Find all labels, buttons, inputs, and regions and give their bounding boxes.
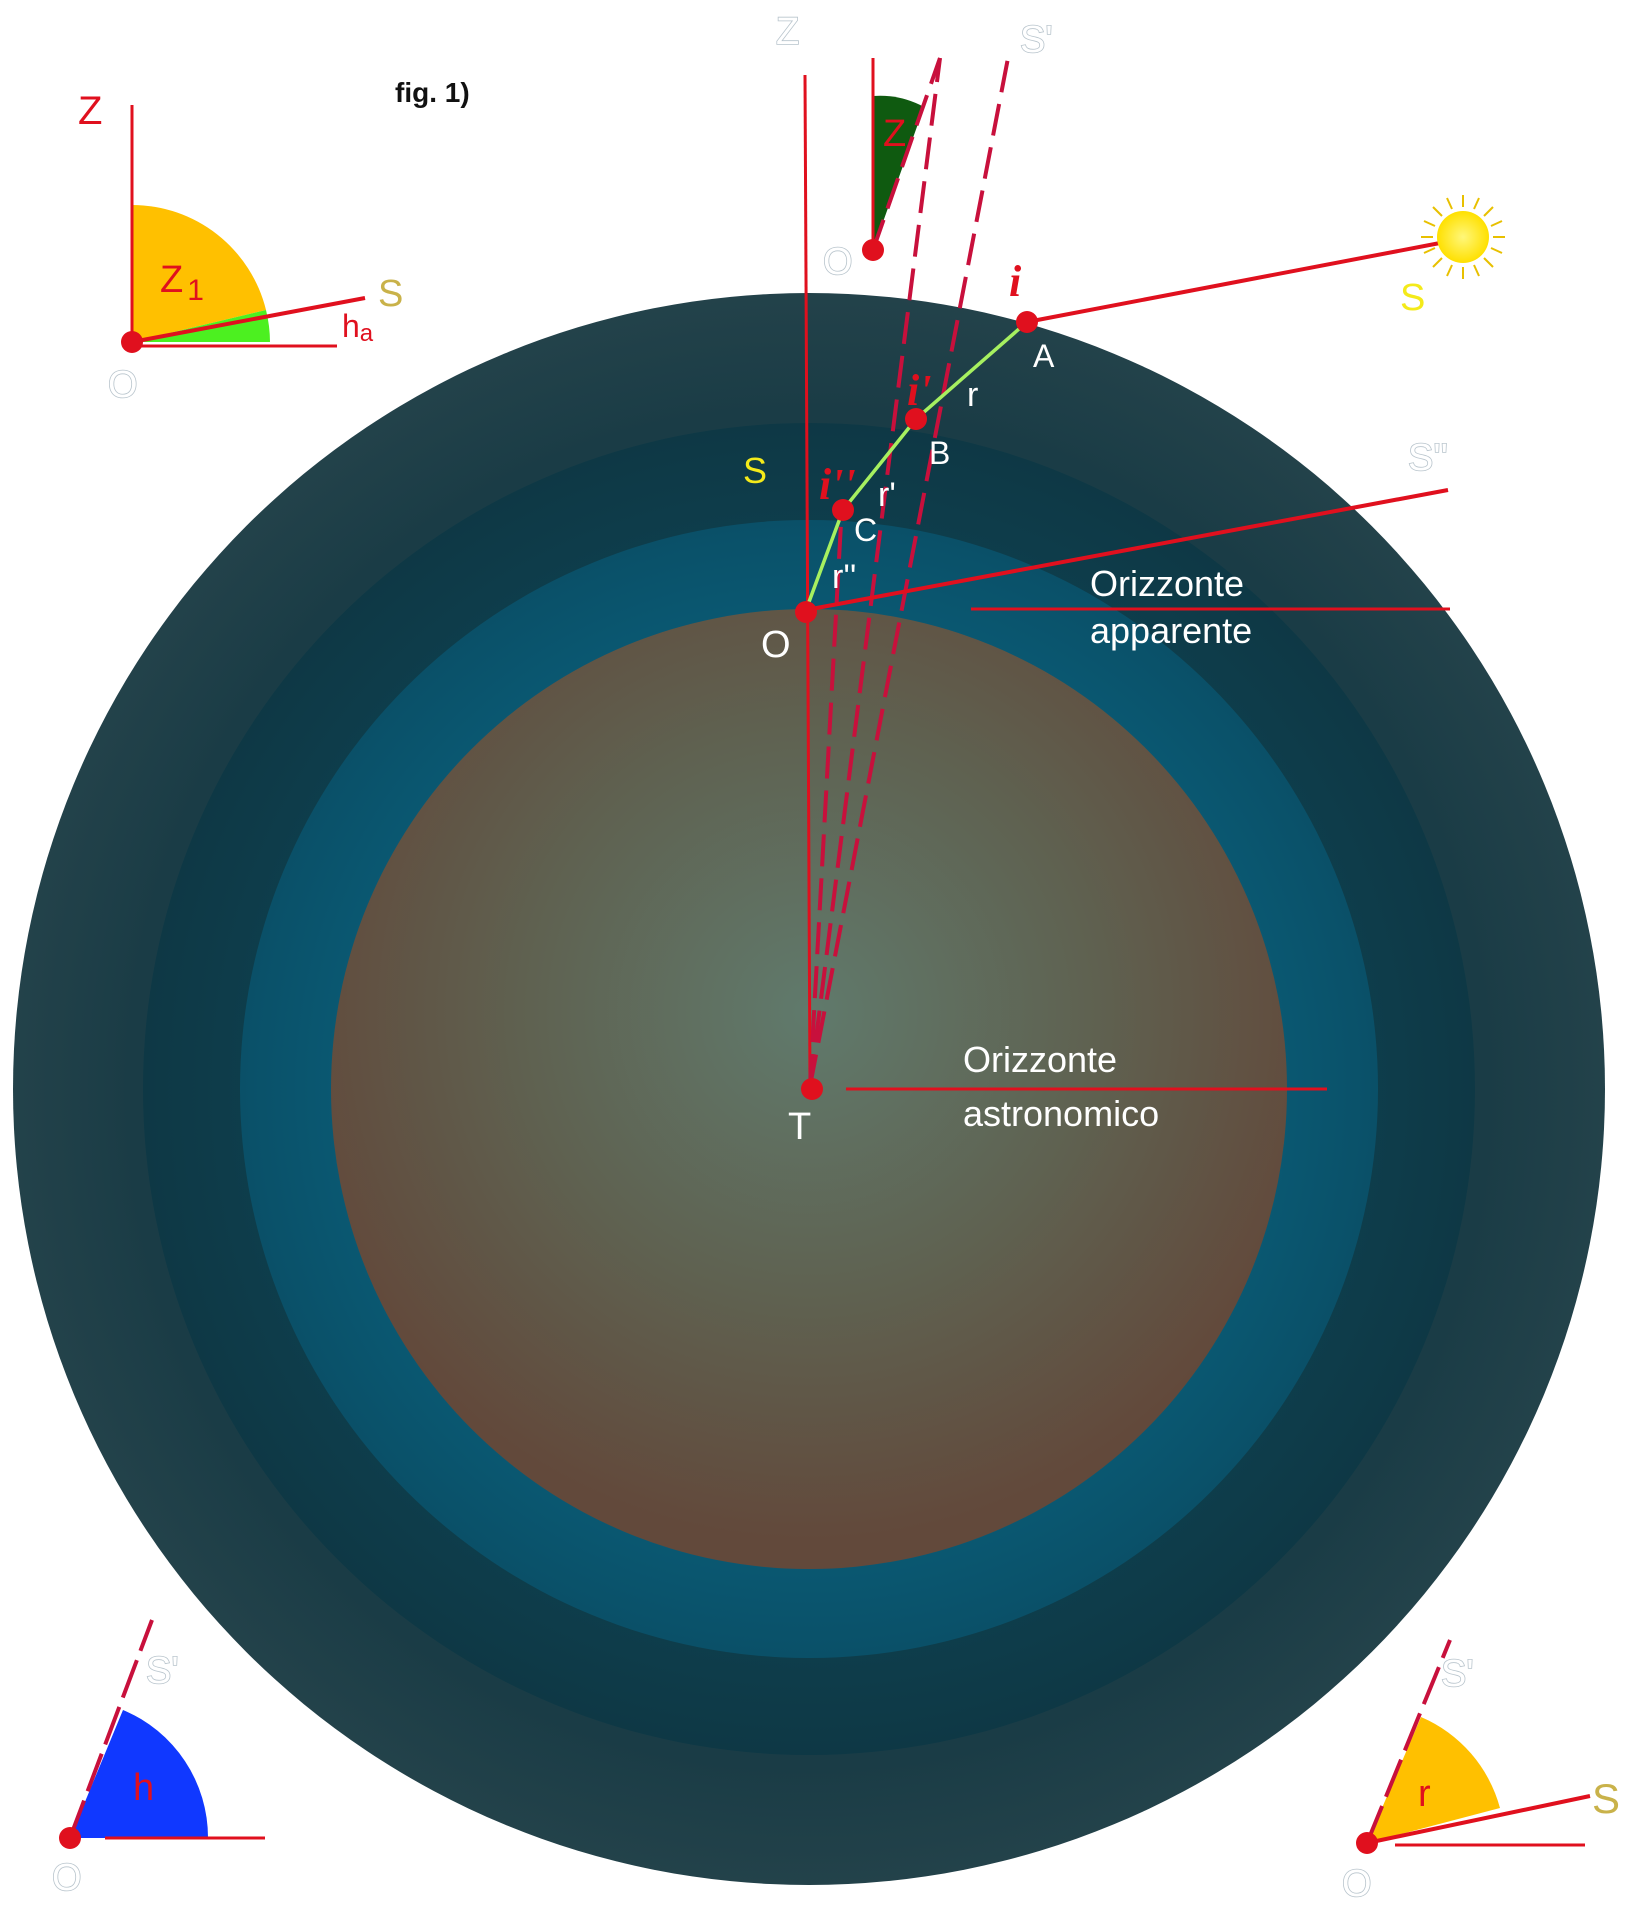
- earth-center-dot: [801, 1078, 823, 1100]
- point-c-label: C: [854, 512, 877, 548]
- earth-center-label: T: [788, 1106, 811, 1148]
- inset-bottom-right: S' r S O: [1341, 1639, 1620, 1906]
- refraction-2-label: r': [878, 476, 896, 514]
- inset-bl-observer-label: O: [52, 1857, 82, 1899]
- inset-star-label: S: [378, 273, 403, 315]
- incidence-3-label: i'': [819, 460, 856, 509]
- point-b-label: B: [929, 435, 950, 471]
- dashed-line-1: [808, 57, 942, 1087]
- refraction-3-label: r'': [832, 558, 856, 596]
- inset-observer-label: O: [108, 364, 138, 406]
- zenith-label: Z: [776, 11, 799, 53]
- figure-label: fig. 1): [395, 77, 470, 108]
- sun-label: S: [1400, 277, 1425, 319]
- inset-bl-star-line: [68, 1619, 154, 1839]
- top-dashed-line: [871, 57, 942, 251]
- inset-br-star-label: S: [1592, 1775, 1620, 1822]
- apparent-horizon-label-1: Orizzonte: [1090, 563, 1244, 604]
- inset-br-observer-dot: [1356, 1832, 1378, 1854]
- refracted-ray: [804, 320, 1029, 611]
- astronomical-horizon-label-1: Orizzonte: [963, 1039, 1117, 1080]
- ray-to-sun: [1026, 241, 1441, 324]
- zenith-angle-label: Z: [883, 113, 906, 155]
- inset-zenith-label: Z: [78, 89, 102, 133]
- top-observer-dot: [862, 239, 884, 261]
- s-double-prime-label: S'': [1408, 437, 1448, 479]
- astronomical-horizon-label-2: astronomico: [963, 1093, 1159, 1134]
- r-sector: [1367, 1717, 1500, 1843]
- inset-br-r-label: r: [1418, 1773, 1431, 1815]
- zenith-line: [803, 74, 812, 1087]
- inset-ha-label: ha: [342, 308, 374, 347]
- dashed-line-3: [808, 504, 844, 1087]
- line-to-s-double-prime: [805, 488, 1449, 612]
- inset-br-star-line: [1366, 1794, 1591, 1845]
- apparent-horizon-label-2: apparente: [1090, 610, 1252, 651]
- refraction-1-label: r: [967, 376, 978, 414]
- point-c-dot: [832, 499, 854, 521]
- inset-br-star-prime-line: [1365, 1639, 1452, 1844]
- sun-icon: [1421, 195, 1505, 279]
- inset-star-line: [131, 296, 366, 344]
- s-apparent-label: S: [743, 450, 767, 491]
- incidence-2-label: i': [907, 366, 931, 415]
- observer-label: O: [761, 624, 791, 666]
- incidence-1-label: i: [1009, 257, 1022, 306]
- point-a-label: A: [1033, 338, 1055, 374]
- observer-dot: [795, 601, 817, 623]
- inset-bl-observer-dot: [59, 1827, 81, 1849]
- s-prime-label: S': [1020, 19, 1053, 61]
- zenith-angle-sector: [873, 95, 924, 250]
- inset-bl-star-label: S': [146, 1650, 179, 1692]
- inset-bl-h-label: h: [133, 1767, 154, 1809]
- inset-bottom-left: S' h O: [51, 1619, 265, 1900]
- point-b-dot: [905, 408, 927, 430]
- top-observer-label: O: [823, 241, 853, 283]
- point-a-dot: [1016, 311, 1038, 333]
- z1-sector: [132, 205, 266, 342]
- inset-observer-dot: [121, 331, 143, 353]
- inset-br-star-prime-label: S': [1441, 1653, 1474, 1695]
- inset-br-observer-label: O: [1342, 1863, 1372, 1905]
- h-sector: [70, 1710, 209, 1838]
